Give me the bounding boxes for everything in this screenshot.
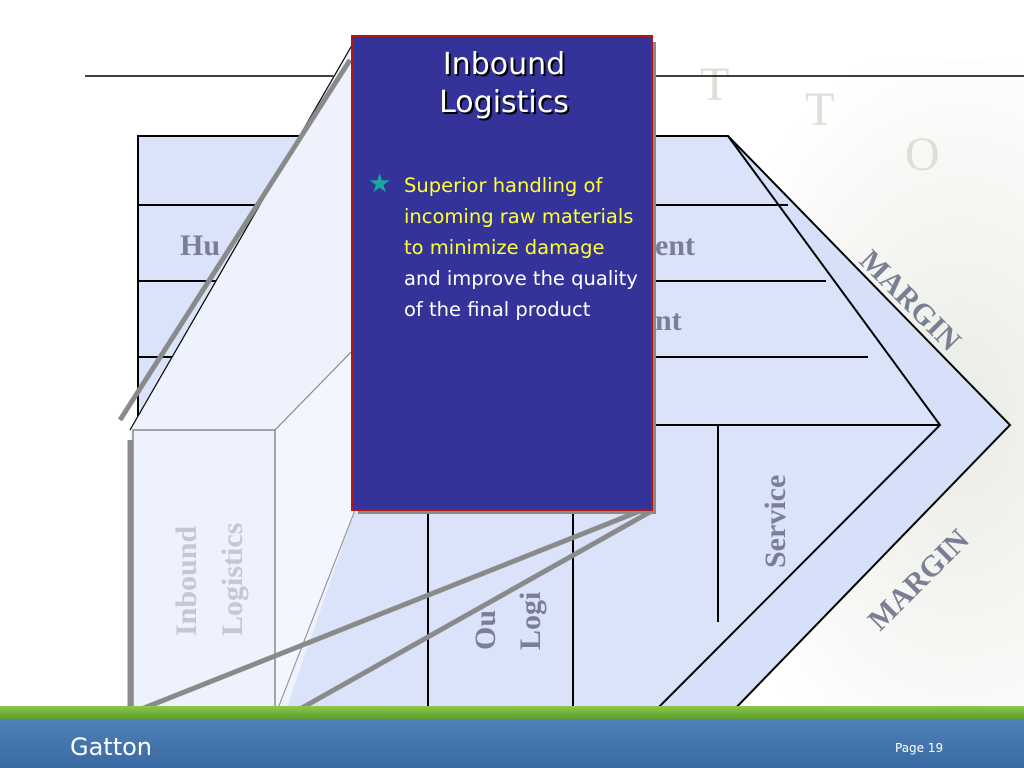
zoom-edge-shadow (133, 502, 656, 715)
support-row-label: ent (655, 229, 695, 262)
brand-logo-text: Gatton (70, 733, 153, 761)
watermark-letter: T (700, 58, 729, 111)
zoom-edge-shadow (117, 58, 353, 422)
inbound-column-box (132, 429, 276, 717)
outbound-label-line2: Logi (514, 592, 547, 650)
footer-accent-bar (0, 706, 1024, 719)
inbound-label-line2: Logistics (216, 523, 249, 636)
footer-bar (0, 719, 1024, 768)
callout-bullet: ★ Superior handling of incoming raw mate… (368, 170, 642, 325)
watermark-letter: O (905, 128, 940, 181)
inbound-label-line1: Inbound (170, 526, 203, 636)
outbound-label-line1: Ou (469, 610, 502, 650)
bullet-text: Superior handling of incoming raw materi… (372, 170, 642, 325)
callout-box (351, 35, 653, 511)
page-number: Page 19 (895, 741, 944, 755)
zoom-edge (129, 39, 356, 431)
service-label: Service (759, 475, 792, 568)
callout-title: Inbound Logistics (356, 46, 652, 122)
watermark-letter: T (805, 83, 834, 136)
callout-title-line: Inbound (442, 47, 566, 82)
support-row-label: Hu (180, 229, 220, 262)
star-icon: ★ (368, 169, 392, 199)
bullet-highlight: Superior handling of incoming raw materi… (404, 174, 634, 259)
callout-title-line: Logistics (439, 85, 569, 120)
support-row-label: nt (655, 304, 682, 337)
zoom-edge-shadow (282, 509, 652, 721)
bullet-rest: and improve the quality of the final pro… (404, 267, 638, 321)
zoom-edge (274, 347, 356, 431)
